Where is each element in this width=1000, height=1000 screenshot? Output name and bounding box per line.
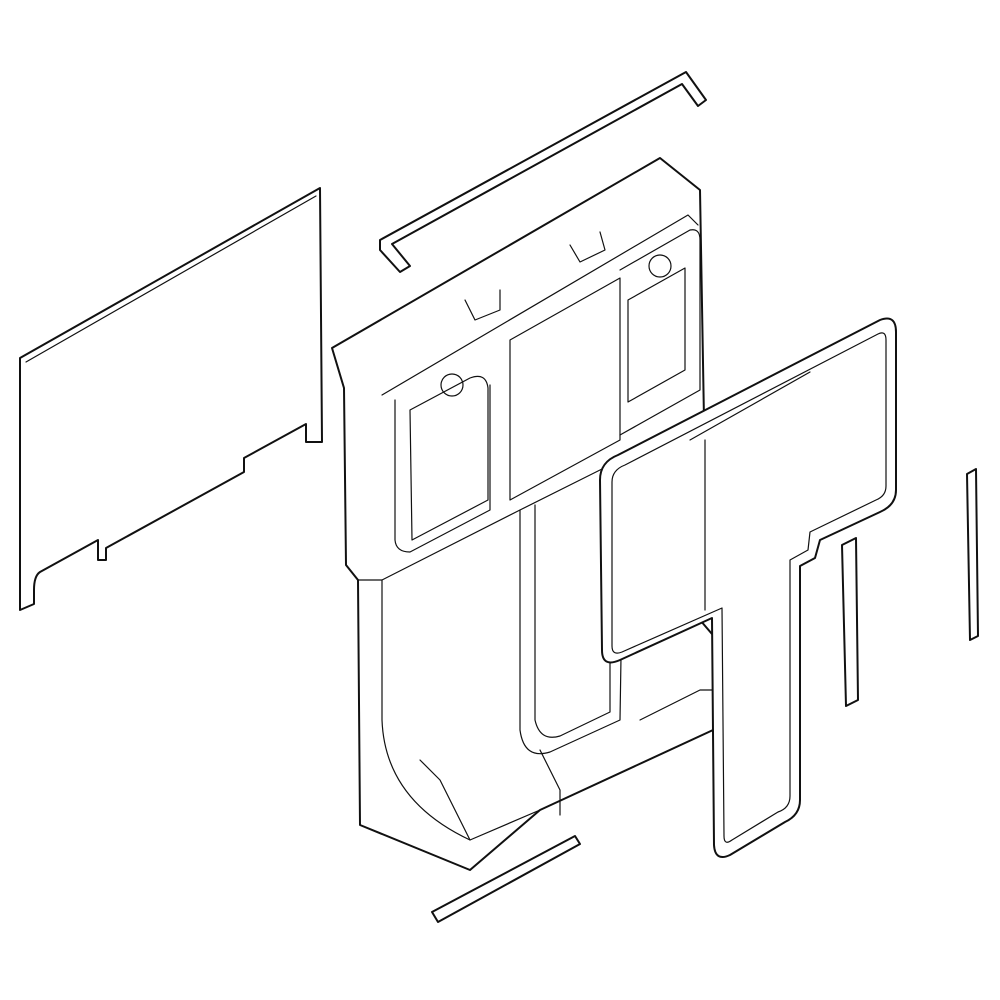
front-frame (599, 317, 897, 858)
far-right-strip (966, 468, 979, 641)
bottom-strip (431, 835, 581, 923)
main-housing (331, 157, 761, 871)
right-strip (841, 537, 859, 707)
side-panel (19, 187, 323, 611)
top-bar (379, 71, 707, 273)
